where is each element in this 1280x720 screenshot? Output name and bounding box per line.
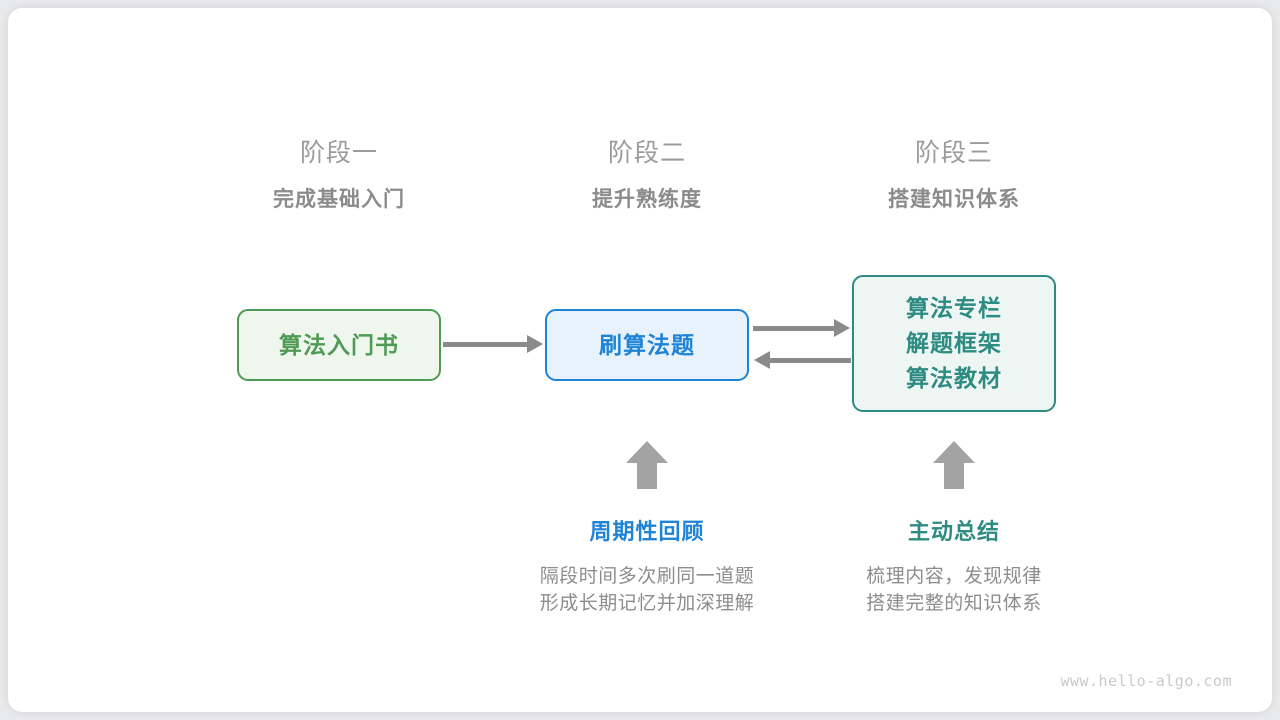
node-system-line-2: 解题框架 <box>906 330 1002 356</box>
stage-header-3: 阶段三 搭建知识体系 <box>824 136 1084 216</box>
node-system-line-1: 算法专栏 <box>906 295 1002 321</box>
note-active-summary: 主动总结 梳理内容，发现规律 搭建完整的知识体系 <box>804 517 1104 617</box>
node-system-line-3: 算法教材 <box>906 365 1002 391</box>
note-desc-line-1: 隔段时间多次刷同一道题 <box>539 566 755 587</box>
arrow-practice-to-system <box>753 319 850 337</box>
watermark: www.hello-algo.com <box>1060 672 1232 690</box>
node-practice-label: 刷算法题 <box>599 331 695 358</box>
stage-number-1: 阶段一 <box>299 139 378 167</box>
up-arrow-active-summary <box>933 441 975 489</box>
arrow-book-to-practice <box>443 335 543 353</box>
up-arrow-head-icon <box>626 441 668 463</box>
stage-header-1: 阶段一 完成基础入门 <box>209 136 469 216</box>
arrow-system-to-practice <box>754 351 851 369</box>
up-arrow-shaft <box>944 461 964 489</box>
note-desc-active-summary: 梳理内容，发现规律 搭建完整的知识体系 <box>804 563 1104 617</box>
up-arrow-shaft <box>637 461 657 489</box>
node-book-label: 算法入门书 <box>279 331 399 358</box>
note-title-active-summary: 主动总结 <box>907 519 1000 544</box>
stage-subtitle-2: 提升熟练度 <box>592 188 702 211</box>
up-arrow-head-icon <box>933 441 975 463</box>
stage-number-2: 阶段二 <box>607 139 686 167</box>
stage-subtitle-3: 搭建知识体系 <box>888 188 1020 211</box>
node-knowledge-system: 算法专栏 解题框架 算法教材 <box>852 275 1056 412</box>
note-desc-line-2: 形成长期记忆并加深理解 <box>539 593 755 614</box>
up-arrow-periodic-review <box>626 441 668 489</box>
note-periodic-review: 周期性回顾 隔段时间多次刷同一道题 形成长期记忆并加深理解 <box>497 517 797 617</box>
note-title-periodic-review: 周期性回顾 <box>589 519 705 544</box>
node-practice-problems: 刷算法题 <box>545 309 749 381</box>
node-algorithm-intro-book: 算法入门书 <box>237 309 441 381</box>
note-desc-line-2: 搭建完整的知识体系 <box>866 593 1042 614</box>
stage-number-3: 阶段三 <box>914 139 993 167</box>
stage-header-2: 阶段二 提升熟练度 <box>517 136 777 216</box>
note-desc-periodic-review: 隔段时间多次刷同一道题 形成长期记忆并加深理解 <box>497 563 797 617</box>
note-desc-line-1: 梳理内容，发现规律 <box>866 566 1042 587</box>
diagram-card: 阶段一 完成基础入门 阶段二 提升熟练度 阶段三 搭建知识体系 算法入门书 刷算… <box>8 8 1272 712</box>
stage-subtitle-1: 完成基础入门 <box>273 188 405 211</box>
